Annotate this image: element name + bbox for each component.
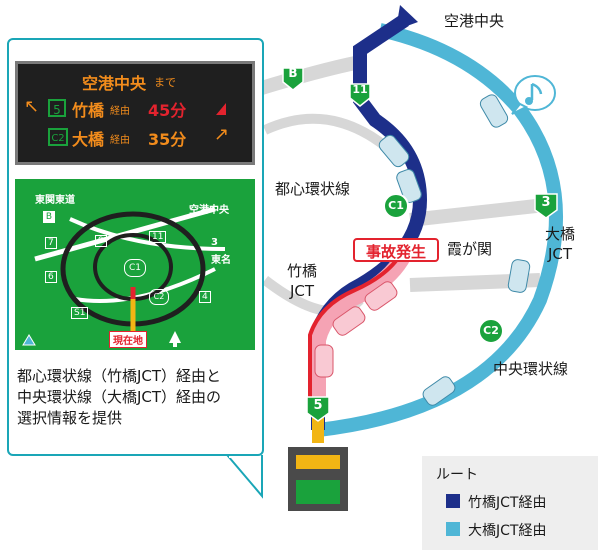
description-text: 都心環状線（竹橋JCT）経由と 中央環状線（大橋JCT）経由の 選択情報を提供 xyxy=(17,366,262,429)
marker-5-label: 5 xyxy=(313,398,323,413)
description-line-2: 中央環状線（大橋JCT）経由の xyxy=(17,388,222,406)
road-route3 xyxy=(409,198,546,227)
marker-c1 xyxy=(383,193,409,219)
minimap-route3-label: 東名 xyxy=(211,255,231,266)
minimap-route-9: 9 xyxy=(95,235,107,247)
toll-gate-base xyxy=(296,480,340,504)
minimap-road xyxy=(69,217,226,251)
vms-made: まで xyxy=(154,76,176,89)
car-icon xyxy=(314,344,334,378)
road-inner-top xyxy=(262,113,394,154)
airport-label: 空港中央 xyxy=(444,12,505,30)
music-note-icon xyxy=(511,75,556,115)
minimap-top-right-label: 空港中央 xyxy=(189,205,229,216)
car-icon xyxy=(364,281,398,311)
inner-loop-label: 都心環状線 xyxy=(275,180,351,198)
marker-c2-label: C2 xyxy=(483,324,499,337)
accident-badge: 事故発生 xyxy=(353,238,439,262)
arrow-up-icon xyxy=(169,331,181,343)
legend: ルート 竹橋JCT経由 大橋JCT経由 xyxy=(422,456,598,550)
legend-title: ルート xyxy=(436,467,478,483)
minimap-road xyxy=(74,267,216,303)
marker-b-label: B xyxy=(288,66,298,80)
vms-route2-time: 35分 xyxy=(148,130,187,149)
description-line-1: 都心環状線（竹橋JCT）経由と xyxy=(17,367,222,385)
car-icon xyxy=(378,134,410,168)
minimap-top-left-label: 東関東道 xyxy=(35,195,75,206)
current-location-label: 現在地 xyxy=(109,331,147,348)
vms-route1-name: 竹橋 xyxy=(72,101,105,120)
minimap-drawing xyxy=(22,206,226,347)
outer-loop-label: 中央環状線 xyxy=(493,360,569,378)
route-arrow-head xyxy=(396,5,418,30)
minimap-route-7: 7 xyxy=(45,237,57,249)
description-line-3: 選択情報を提供 xyxy=(17,409,123,427)
marker-c1-label: C1 xyxy=(388,199,404,212)
marker-11 xyxy=(349,83,371,107)
minimap-route-4: 4 xyxy=(199,291,211,303)
toll-gate-light xyxy=(296,455,340,469)
route-minimap: 東関東道 B 空港中央 3 東名 C1 C2 7 9 11 6 4 S1 現在地 xyxy=(15,179,255,350)
car-icon xyxy=(396,169,422,203)
congestion-triangle-icon xyxy=(216,103,226,115)
minimap-expressway-marker: B xyxy=(43,211,55,223)
variable-message-sign: 空港中央 まで ↖ 5 竹橋 経由 45分 C2 大橋 経由 35分 ↗ xyxy=(15,61,255,165)
minimap-route3-number: 3 xyxy=(211,237,218,248)
arrow-up-right-icon: ↗ xyxy=(214,124,230,145)
minimap-center-marker: C1 xyxy=(124,259,146,277)
marker-3-label: 3 xyxy=(541,195,551,210)
vms-route1-time: 45分 xyxy=(148,101,187,120)
car-icon xyxy=(332,306,366,336)
minimap-route-6: 6 xyxy=(45,271,57,283)
legend-swatch-takebashi xyxy=(446,494,460,508)
car-icon xyxy=(422,376,456,406)
marker-b xyxy=(282,67,304,91)
minimap-outer-marker: C2 xyxy=(149,289,169,305)
kasumigaseki-label: 霞が関 xyxy=(447,240,493,258)
vms-route2-name: 大橋 xyxy=(72,130,105,149)
minimap-route-s1: S1 xyxy=(71,307,89,319)
legend-label-takebashi: 竹橋JCT経由 xyxy=(468,495,547,511)
callout-pointer xyxy=(225,455,263,499)
vms-route1-number: 5 xyxy=(48,99,66,117)
legend-label-ohashi: 大橋JCT経由 xyxy=(468,523,547,539)
marker-3 xyxy=(534,193,558,219)
marker-5 xyxy=(306,396,330,422)
marker-c2 xyxy=(478,318,504,344)
entry-segment xyxy=(312,415,324,443)
vms-route2-number: C2 xyxy=(48,128,68,146)
vms-destination: 空港中央 xyxy=(82,74,147,93)
legend-swatch-ohashi xyxy=(446,522,460,536)
arrow-up-left-icon: ↖ xyxy=(24,96,40,117)
road-b-connector xyxy=(252,55,362,97)
vms-route1-via: 経由 xyxy=(110,106,130,117)
car-icon xyxy=(479,94,509,128)
vms-route2-via: 経由 xyxy=(110,135,130,146)
marker-11-label: 11 xyxy=(352,83,368,96)
minimap-route-11: 11 xyxy=(149,231,167,243)
car-icon xyxy=(507,259,531,293)
arrow-up-stem xyxy=(173,341,177,347)
mountain-icon xyxy=(22,334,36,346)
